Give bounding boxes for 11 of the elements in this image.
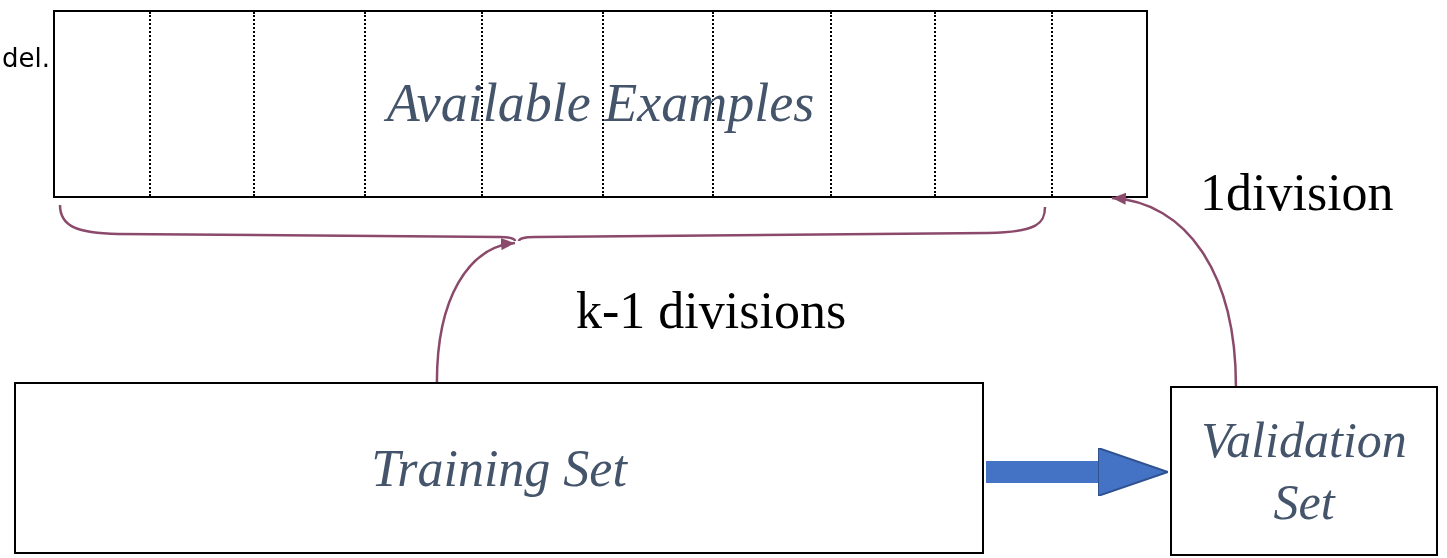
box-label: Validation Set xyxy=(1200,410,1408,532)
text-box xyxy=(14,382,984,554)
curly-bracket xyxy=(58,203,1048,243)
note-text: del. xyxy=(2,44,50,73)
text-box xyxy=(1170,386,1438,556)
curved-arrow xyxy=(1111,193,1238,387)
curved-arrow xyxy=(435,239,516,383)
box-label: Available Examples xyxy=(386,72,815,136)
block-arrow xyxy=(986,446,1169,497)
text-box xyxy=(53,10,1148,198)
box-label: Training Set xyxy=(371,438,627,499)
